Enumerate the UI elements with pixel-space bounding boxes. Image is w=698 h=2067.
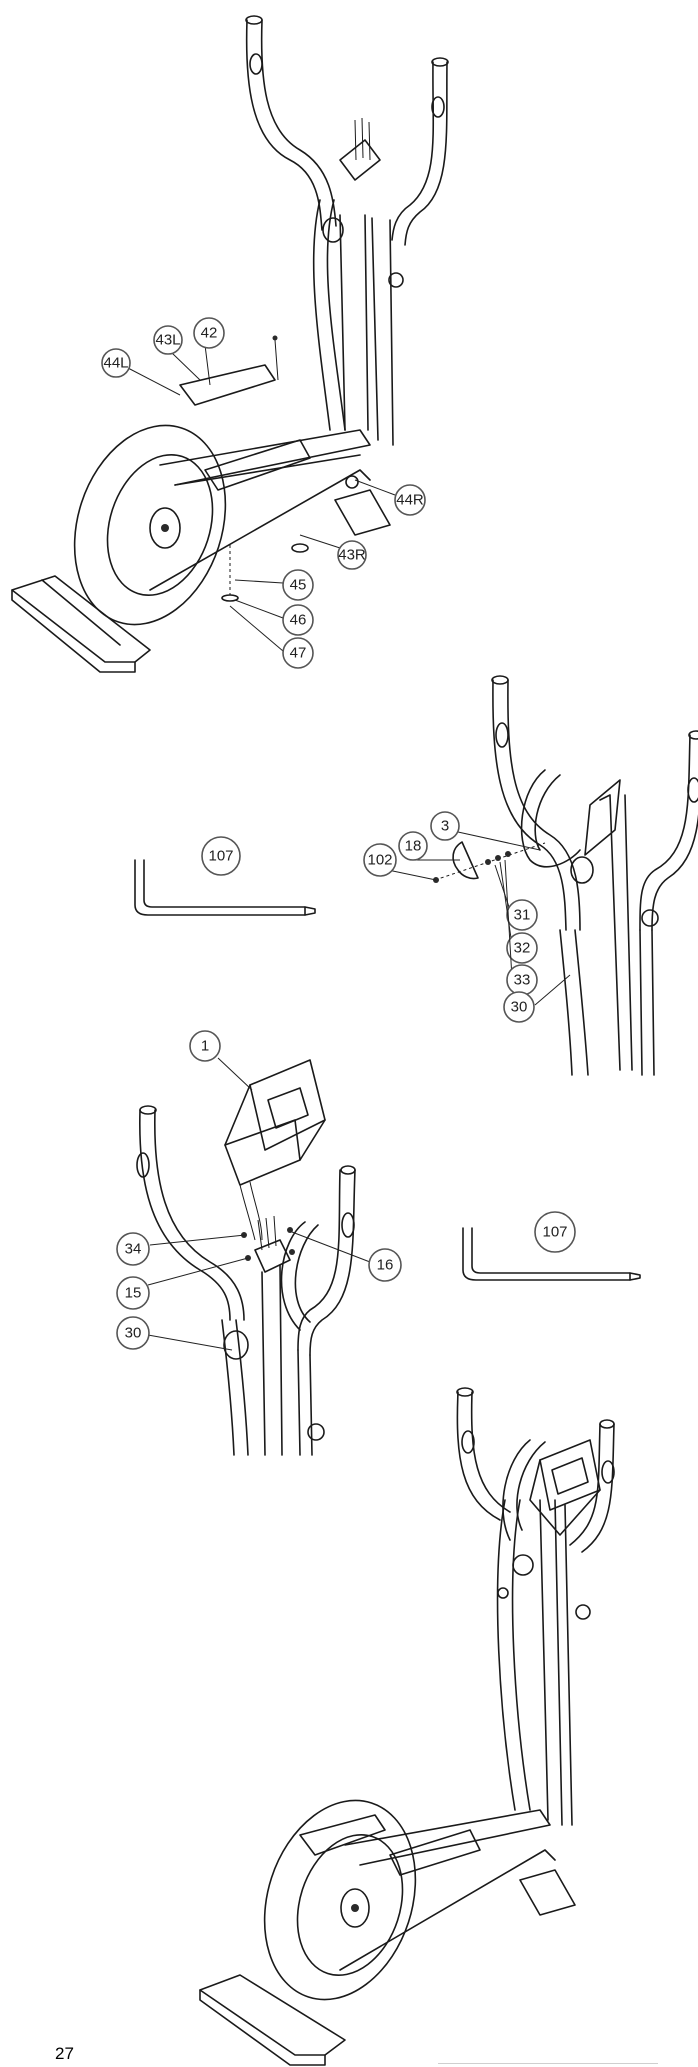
callout-16 — [368, 1248, 402, 1282]
allen-wrench-icon — [134, 859, 316, 916]
callout-47-label: 47 — [290, 645, 307, 662]
callout-30-b-label: 30 — [125, 1325, 142, 1342]
callout-45-label: 45 — [290, 577, 307, 594]
callout-43l-label: 43L — [155, 332, 180, 349]
callout-43r — [337, 540, 367, 570]
callout-102-label: 102 — [367, 852, 392, 869]
callout-31-label: 31 — [514, 907, 531, 924]
bottom-divider — [438, 2063, 658, 2064]
callout-33-label: 33 — [514, 972, 531, 989]
callouts-step-a: 44L 43L 42 44R 43R 45 46 47 — [101, 317, 426, 669]
callout-43l — [153, 325, 183, 355]
allen-wrench-icon-2 — [462, 1227, 641, 1281]
callout-47 — [282, 637, 314, 669]
callout-44l — [101, 348, 131, 378]
callout-44l-label: 44L — [103, 355, 128, 372]
callout-15-label: 15 — [125, 1285, 142, 1302]
callout-30-b — [116, 1316, 150, 1350]
callouts-step-b: 3 18 102 31 32 33 30 — [363, 811, 571, 1023]
callout-18-label: 18 — [405, 838, 422, 855]
callout-1 — [189, 1030, 221, 1062]
callout-34 — [116, 1232, 150, 1266]
callout-30-a-label: 30 — [511, 999, 528, 1016]
callout-44r — [394, 484, 426, 516]
callout-45 — [282, 569, 314, 601]
callouts-step-c: 1 34 16 15 30 — [116, 1030, 402, 1351]
callout-32-label: 32 — [514, 940, 531, 957]
callout-107-b — [534, 1211, 576, 1253]
callout-107-a-label: 107 — [208, 848, 233, 865]
handlebar-assembly-illustration — [433, 675, 698, 1076]
callout-42 — [193, 317, 225, 349]
callout-32 — [506, 932, 538, 964]
callout-107-b-label: 107 — [542, 1224, 567, 1241]
callout-16-label: 16 — [377, 1257, 394, 1274]
callout-46-label: 46 — [290, 612, 307, 629]
callout-102 — [363, 843, 397, 877]
callout-3-label: 3 — [441, 818, 449, 835]
page-number: 27 — [55, 2044, 74, 2063]
callout-44r-label: 44R — [396, 492, 424, 509]
assembled-machine-illustration — [199, 1387, 615, 2066]
pedal-assembly-illustration — [11, 15, 449, 673]
callout-107-a — [201, 836, 241, 876]
callout-3 — [430, 811, 460, 841]
callout-30-a — [503, 991, 535, 1023]
callout-18 — [398, 831, 428, 861]
callout-46 — [282, 604, 314, 636]
callout-1-label: 1 — [201, 1038, 209, 1055]
callout-15 — [116, 1276, 150, 1310]
callout-42-label: 42 — [201, 325, 218, 342]
console-assembly-illustration — [136, 1059, 356, 1456]
callout-43r-label: 43R — [338, 547, 366, 564]
callout-31 — [506, 899, 538, 931]
callout-34-label: 34 — [125, 1241, 142, 1258]
